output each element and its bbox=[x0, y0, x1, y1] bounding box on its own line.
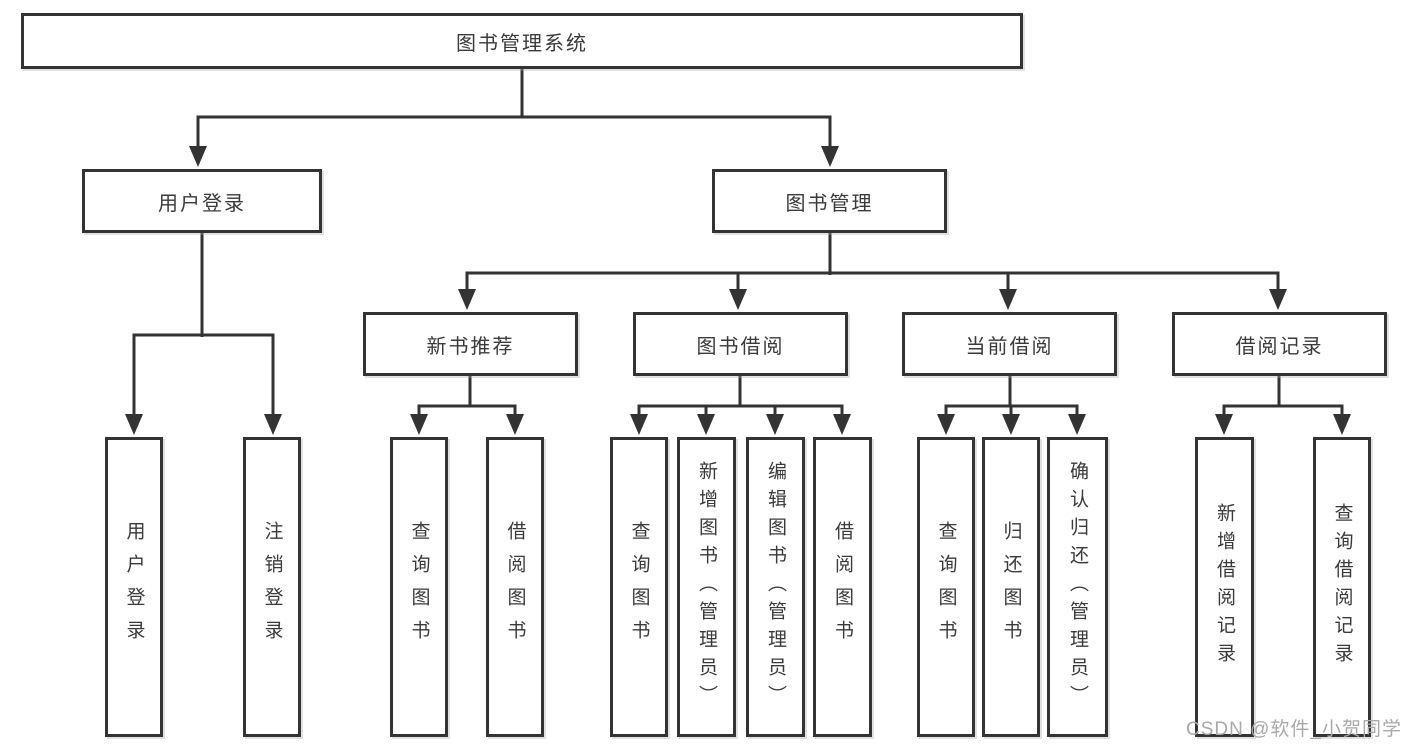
node-current-borrow: 当前借阅 bbox=[902, 312, 1117, 376]
leaf-edit-book-label: 编辑图书（管理员） bbox=[765, 461, 786, 713]
leaf-edit-book: 编辑图书（管理员） bbox=[746, 437, 805, 737]
leaf-borrow-book-2: 借阅图书 bbox=[813, 437, 872, 737]
csdn-watermark: CSDN @软件_小贺同学 bbox=[1186, 719, 1402, 740]
leaf-borrow-book-2-label: 借阅图书 bbox=[832, 521, 853, 653]
leaf-user-login: 用户登录 bbox=[105, 437, 163, 737]
leaf-return-book: 归还图书 bbox=[982, 437, 1040, 737]
node-book-borrow: 图书借阅 bbox=[633, 312, 848, 376]
leaf-query-book-3-label: 查询图书 bbox=[935, 521, 957, 653]
node-borrow-records: 借阅记录 bbox=[1172, 312, 1387, 376]
node-current-borrow-label: 当前借阅 bbox=[965, 335, 1054, 358]
leaf-logout-label: 注销登录 bbox=[261, 521, 283, 653]
node-root: 图书管理系统 bbox=[21, 13, 1023, 69]
leaf-add-book-label: 新增图书（管理员） bbox=[696, 461, 717, 713]
leaf-query-book-1: 查询图书 bbox=[390, 437, 448, 737]
leaf-borrow-book-1: 借阅图书 bbox=[486, 437, 544, 737]
node-user-login-label: 用户登录 bbox=[158, 192, 246, 215]
node-new-book-rec: 新书推荐 bbox=[363, 312, 578, 376]
node-new-book-rec-label: 新书推荐 bbox=[426, 335, 515, 358]
leaf-query-book-2-label: 查询图书 bbox=[628, 521, 650, 653]
node-user-login: 用户登录 bbox=[82, 169, 322, 233]
leaf-add-book: 新增图书（管理员） bbox=[677, 437, 736, 737]
node-borrow-records-label: 借阅记录 bbox=[1235, 335, 1324, 358]
leaf-confirm-return-label: 确认归还（管理员） bbox=[1067, 461, 1088, 713]
leaf-query-book-3: 查询图书 bbox=[917, 437, 975, 737]
leaf-query-record-label: 查询借阅记录 bbox=[1331, 503, 1353, 671]
node-book-borrow-label: 图书借阅 bbox=[696, 335, 785, 358]
leaf-query-book-2: 查询图书 bbox=[610, 437, 668, 737]
leaf-borrow-book-1-label: 借阅图书 bbox=[504, 521, 526, 653]
leaf-user-login-label: 用户登录 bbox=[123, 521, 145, 653]
node-book-mgmt-label: 图书管理 bbox=[785, 192, 874, 215]
node-root-label: 图书管理系统 bbox=[456, 32, 588, 55]
leaf-query-record: 查询借阅记录 bbox=[1313, 437, 1371, 737]
leaf-add-record: 新增借阅记录 bbox=[1195, 437, 1254, 737]
node-book-mgmt: 图书管理 bbox=[712, 169, 947, 233]
leaf-query-book-1-label: 查询图书 bbox=[408, 521, 430, 653]
leaf-logout: 注销登录 bbox=[243, 437, 301, 737]
leaf-return-book-label: 归还图书 bbox=[1000, 521, 1022, 653]
leaf-confirm-return: 确认归还（管理员） bbox=[1047, 437, 1108, 737]
leaf-add-record-label: 新增借阅记录 bbox=[1214, 503, 1235, 671]
